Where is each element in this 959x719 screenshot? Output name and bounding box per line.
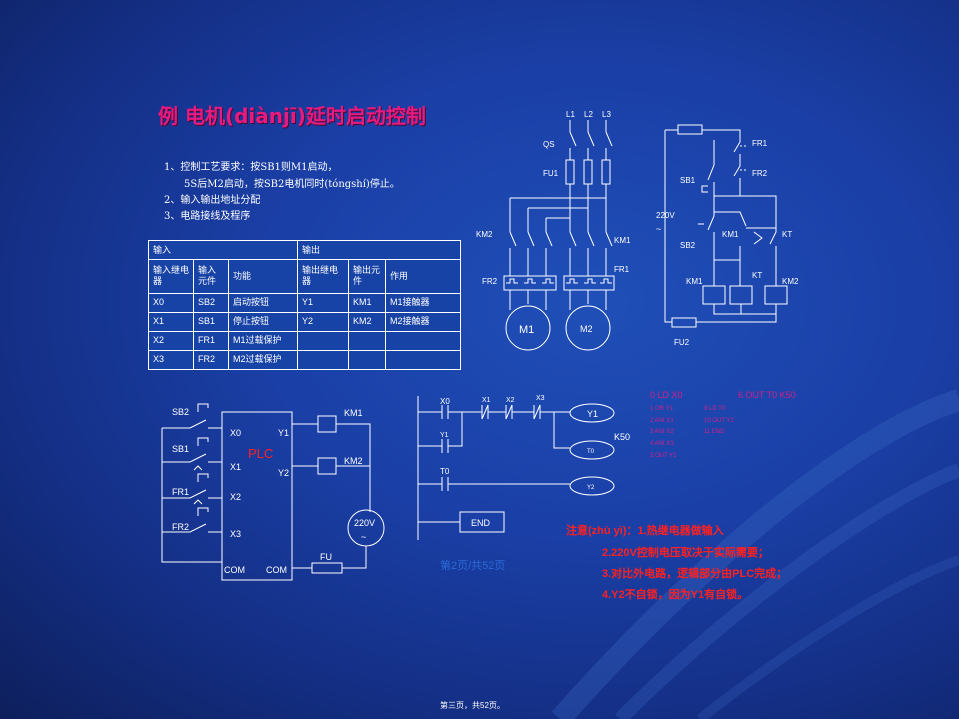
requirement-line-1: 1、控制工艺要求：按SB1则M1启动， (164, 162, 338, 173)
instr-line: 5 OUT Y1 (650, 453, 677, 459)
wiring-sb1-label: SB1 (172, 444, 189, 454)
ctrl-fr2-label: FR2 (752, 169, 768, 178)
fr1-main-label: FR1 (614, 265, 630, 274)
page-indicator-mid: 第2页/共52页 (440, 560, 506, 572)
wiring-sb2-label: SB2 (172, 407, 189, 417)
note-line-2: 2.220V控制电压取决于实际需要； (602, 547, 769, 559)
note-line-3: 3.对比外电路，逻辑部分由PLC完成； (602, 568, 788, 580)
instr-line: 6 OUT T0 K50 (738, 390, 796, 400)
wiring-km1-label: KM1 (344, 408, 363, 418)
ctrl-voltage-label: 220V (656, 211, 675, 220)
fu1-label: FU1 (543, 169, 559, 178)
header-purpose: 作用 (385, 259, 461, 294)
instr-line: 0 LD X0 (650, 390, 683, 400)
wiring-fu-label: FU (320, 552, 332, 562)
slide-title: 例 电机(diànjī)延时启动控制 (158, 104, 426, 128)
wiring-fr1-label: FR1 (172, 487, 189, 497)
main-power-circuit: L1 L2 L3 QS FU1 KM2 KM1 FR2 FR1 (476, 110, 631, 351)
ctrl-km1-coil-label: KM1 (686, 277, 703, 286)
ladder-x1: X1 (482, 397, 491, 404)
ladder-k50: K50 (614, 432, 630, 442)
requirement-line-4: 3、电路接线及程序 (164, 211, 251, 222)
instr-line: 11 END (704, 429, 725, 435)
requirement-line-3: 2、输入输出地址分配 (164, 195, 261, 206)
instr-line: 4 ANI X3 (650, 441, 674, 447)
ladder-x3: X3 (536, 395, 545, 402)
ctrl-fu2-label: FU2 (674, 338, 690, 347)
plc-y2: Y2 (278, 468, 289, 478)
phase-label-l1: L1 (566, 110, 575, 119)
ladder-coil-y2: Y2 (587, 485, 595, 491)
output-group-header: 输出 (297, 240, 461, 260)
ctrl-sb1-label: SB1 (680, 176, 696, 185)
wiring-fr2-label: FR2 (172, 522, 189, 532)
plc-x0: X0 (230, 428, 241, 438)
plc-x3: X3 (230, 529, 241, 539)
phase-label-l2: L2 (584, 110, 593, 119)
instr-line: 10 OUT Y2 (704, 418, 734, 424)
plc-com-right: COM (266, 565, 287, 575)
fr2-main-label: FR2 (482, 277, 498, 286)
ladder-t0-contact: T0 (440, 467, 450, 476)
ctrl-tilde: ~ (656, 224, 661, 234)
control-circuit: FR1 FR2 SB1 220V ~ SB2 KM1 KT KM1 KT KM2… (656, 124, 799, 347)
plc-x1: X1 (230, 462, 241, 472)
instr-line: 1 OR Y1 (650, 406, 674, 412)
ladder-x2: X2 (506, 397, 515, 404)
requirement-line-2: 5S后M2启动，按SB2电机同时(tóngshí)停止。 (184, 179, 400, 190)
km2-main-label: KM2 (476, 230, 493, 239)
ladder-coil-t0: T0 (587, 449, 595, 455)
motor-m1-label: M1 (519, 324, 534, 336)
plc-wiring-diagram: SB2 SB1 FR1 FR2 PLC X0 X1 X2 X3 Y1 Y2 CO… (161, 403, 385, 581)
table-group-row: 输入 输出 (148, 240, 461, 260)
plc-y1: Y1 (278, 428, 289, 438)
km1-main-label: KM1 (614, 236, 631, 245)
phase-label-l3: L3 (602, 110, 611, 119)
ladder-diagram: X0 X1 X2 X3 Y1 T0 Y1 T0 K50 Y2 END (417, 395, 630, 540)
qs-label: QS (543, 140, 555, 149)
page-indicator-bottom: 第三页，共52页。 (440, 701, 505, 710)
wiring-tilde: ~ (361, 532, 366, 542)
ctrl-kt-contact-label: KT (782, 230, 792, 239)
plc-com-left: COM (224, 565, 245, 575)
wiring-km2-label: KM2 (344, 456, 363, 466)
ctrl-fr1-label: FR1 (752, 139, 768, 148)
note-line-4: 4.Y2不自锁，因为Y1有自锁。 (602, 589, 749, 601)
wiring-voltage-label: 220V (354, 518, 375, 528)
instr-line: 9 LD T0 (704, 406, 726, 412)
ladder-coil-y1: Y1 (587, 409, 598, 419)
ladder-x0: X0 (440, 397, 450, 406)
header-function: 功能 (228, 259, 298, 294)
ctrl-km1-contact-label: KM1 (722, 230, 739, 239)
instr-line: 3 ANI X2 (650, 429, 674, 435)
cell (385, 349, 461, 371)
ladder-end: END (471, 518, 491, 528)
instr-line: 2 ANI X1 (650, 418, 674, 424)
ladder-y1-contact: Y1 (440, 432, 449, 439)
header-output-element: 输出元件 (348, 259, 386, 294)
note-line-1: 注意(zhù yì)：1.热继电器做输入 (566, 525, 724, 537)
instruction-list: 0 LD X0 1 OR Y1 2 ANI X1 3 ANI X2 4 ANI … (650, 390, 796, 459)
plc-label: PLC (248, 446, 273, 461)
ctrl-sb2-label: SB2 (680, 241, 696, 250)
input-group-header: 输入 (148, 240, 298, 260)
plc-x2: X2 (230, 492, 241, 502)
motor-m2-label: M2 (580, 324, 593, 334)
ctrl-km2-coil-label: KM2 (782, 277, 799, 286)
ctrl-kt-coil-label: KT (752, 271, 762, 280)
